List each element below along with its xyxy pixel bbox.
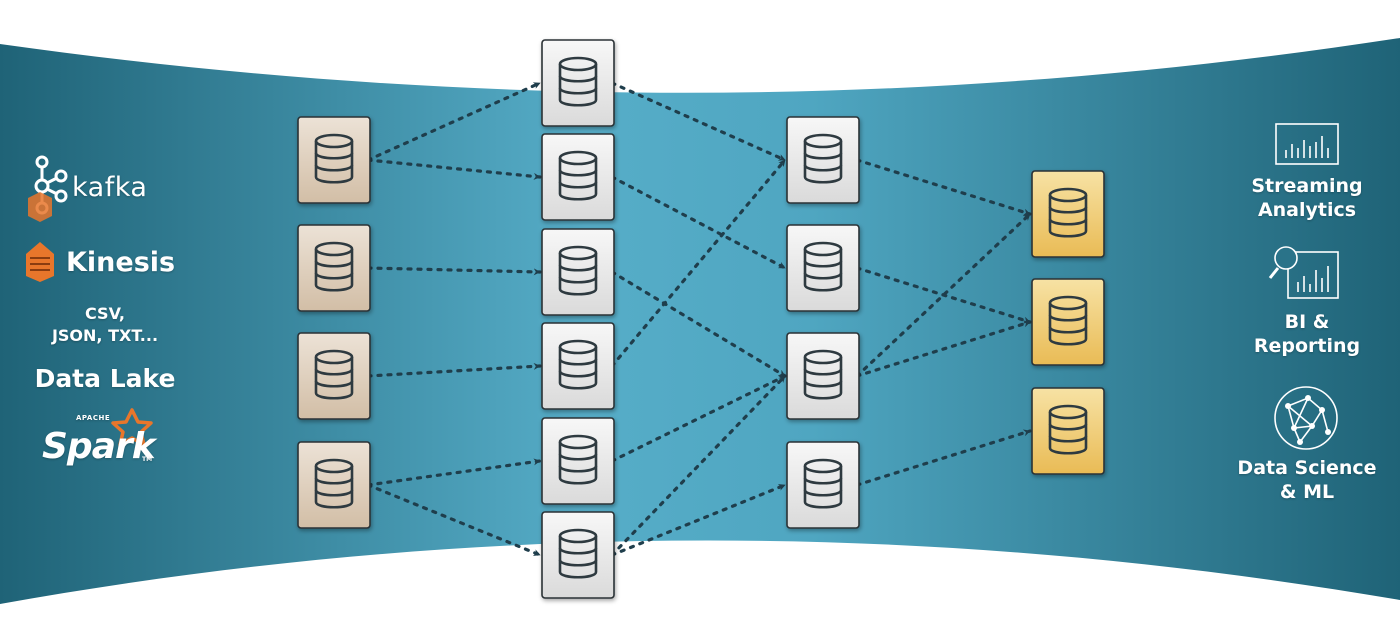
edge-node-1-3-to-node-2-4 [366, 362, 542, 378]
kinesis-logo-icon [26, 242, 54, 282]
node-4-1 [1031, 170, 1105, 258]
nodes-layer [297, 39, 1105, 599]
node-2-5 [541, 417, 615, 505]
magnifier-chart-icon [1268, 246, 1339, 299]
files-label-line2: JSON, TXT... [51, 326, 159, 345]
output-bi-reporting: BI & Reporting [1222, 310, 1392, 358]
edge-node-2-6-to-node-3-3 [610, 374, 787, 557]
network-graph-icon [1274, 386, 1338, 450]
edge-node-1-1-to-node-2-1 [366, 81, 542, 162]
flow-band [0, 38, 1400, 604]
edge-node-3-3-to-node-4-1 [855, 212, 1032, 378]
edge-node-2-2-to-node-3-2 [610, 175, 787, 270]
files-label-line1: CSV, [85, 304, 125, 323]
source-spark: APACHE Spark TM [36, 408, 206, 470]
kafka-logo-icon [28, 155, 68, 222]
streaming-label-line1: Streaming [1251, 175, 1363, 197]
node-2-6 [541, 511, 615, 599]
bar-chart-icon [1275, 123, 1339, 165]
node-3-2 [786, 224, 860, 312]
kinesis-label: Kinesis [66, 246, 176, 278]
node-1-4 [297, 441, 371, 529]
edge-node-3-4-to-node-4-3 [855, 429, 1032, 487]
edge-node-1-4-to-node-2-6 [366, 483, 542, 557]
edge-node-2-1-to-node-3-1 [610, 81, 787, 162]
edge-node-2-5-to-node-3-3 [610, 374, 787, 463]
ds-label-line2: & ML [1279, 481, 1335, 503]
node-3-1 [786, 116, 860, 204]
source-files: CSV, JSON, TXT... [20, 300, 190, 350]
edge-node-3-3-to-node-4-2 [855, 320, 1032, 378]
streaming-label-line2: Analytics [1257, 199, 1357, 221]
output-streaming-analytics: Streaming Analytics [1222, 174, 1392, 222]
edge-node-1-4-to-node-2-5 [366, 458, 542, 487]
node-4-2 [1031, 278, 1105, 366]
node-2-2 [541, 133, 615, 221]
edges-layer [366, 81, 1032, 557]
source-kafka: kafka [24, 156, 224, 218]
spark-tm-label: TM [142, 456, 153, 463]
node-2-3 [541, 228, 615, 316]
edge-node-1-2-to-node-2-3 [366, 266, 542, 276]
bi-label-line1: BI & [1284, 311, 1330, 333]
data-lake-label: Data Lake [34, 363, 176, 393]
kafka-label: kafka [72, 171, 148, 203]
source-kinesis: Kinesis [24, 240, 224, 284]
edge-node-1-1-to-node-2-2 [366, 158, 542, 180]
node-1-3 [297, 332, 371, 420]
node-1-1 [297, 116, 371, 204]
node-2-1 [541, 39, 615, 127]
ds-label-line1: Data Science [1237, 457, 1377, 479]
node-3-4 [786, 441, 860, 529]
node-1-2 [297, 224, 371, 312]
node-4-3 [1031, 387, 1105, 475]
edge-node-2-6-to-node-3-4 [610, 483, 787, 557]
node-2-4 [541, 322, 615, 410]
edge-node-3-1-to-node-4-1 [855, 158, 1032, 216]
output-data-science-ml: Data Science & ML [1222, 456, 1392, 504]
spark-star-icon [111, 408, 153, 447]
node-3-3 [786, 332, 860, 420]
edge-node-2-3-to-node-3-3 [610, 270, 787, 378]
spark-label: Spark [42, 426, 156, 467]
edge-node-2-4-to-node-3-1 [610, 158, 787, 368]
source-data-lake: Data Lake [20, 358, 190, 398]
spark-apache-label: APACHE [76, 414, 111, 422]
bi-label-line2: Reporting [1253, 335, 1361, 357]
